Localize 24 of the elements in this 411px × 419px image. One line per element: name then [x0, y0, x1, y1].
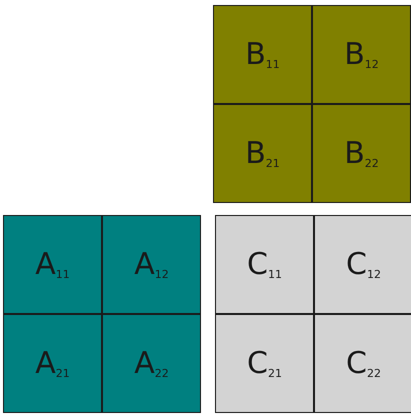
- matrix-cell: [213, 104, 312, 203]
- matrix-element-label: C$_{22}$: [346, 348, 381, 378]
- matrix-element-label: C$_{21}$: [247, 348, 282, 378]
- matrix-element-label: A$_{12}$: [134, 250, 169, 280]
- matrix-cell: [3, 314, 102, 413]
- matrix-element-label: A$_{21}$: [35, 348, 70, 378]
- matrix-element-label: B$_{11}$: [245, 40, 280, 70]
- matrix-cell: [213, 5, 312, 104]
- matrix-cell: [312, 5, 411, 104]
- matrix-cell: [102, 215, 201, 314]
- matrix-element-label: A$_{22}$: [134, 348, 169, 378]
- matrix-cell: [312, 104, 411, 203]
- matrix-element-label: B$_{12}$: [344, 40, 379, 70]
- matrix-cell: [314, 314, 411, 413]
- matrix-element-label: B$_{21}$: [245, 138, 280, 168]
- matrix-cell: [102, 314, 201, 413]
- matrix-cell: [215, 314, 314, 413]
- matrix-cell: [215, 215, 314, 314]
- matrix-element-label: B$_{22}$: [344, 138, 379, 168]
- matrix-element-label: A$_{11}$: [35, 250, 70, 280]
- matrix-element-label: C$_{12}$: [346, 250, 381, 280]
- matrix-element-label: C$_{11}$: [247, 250, 282, 280]
- matrix-cell: [3, 215, 102, 314]
- matrix-cell: [314, 215, 411, 314]
